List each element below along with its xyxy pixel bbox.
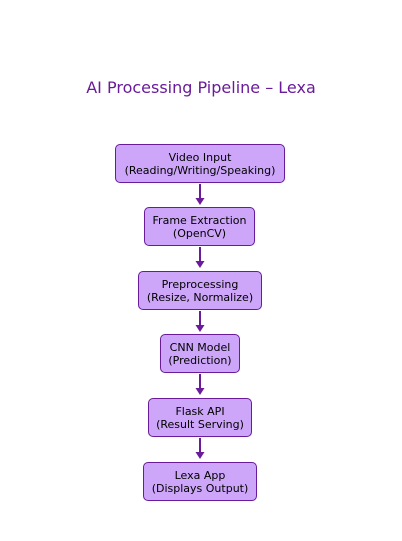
node-label: Lexa App (174, 468, 226, 482)
node-sublabel: (Displays Output) (151, 481, 249, 495)
node-label: Video Input (168, 150, 232, 164)
node-lexa-app: Lexa App (Displays Output) (143, 462, 257, 501)
node-label: Flask API (175, 404, 225, 418)
node-sublabel: (OpenCV) (172, 226, 227, 240)
arrow-4 (193, 374, 207, 396)
node-label: CNN Model (169, 340, 231, 354)
node-preprocessing: Preprocessing (Resize, Normalize) (138, 271, 262, 310)
node-frame-extraction: Frame Extraction (OpenCV) (144, 207, 255, 246)
diagram-title: AI Processing Pipeline – Lexa (86, 78, 316, 97)
node-flask-api: Flask API (Result Serving) (148, 398, 252, 437)
node-cnn-model: CNN Model (Prediction) (160, 334, 240, 373)
node-video-input: Video Input (Reading/Writing/Speaking) (115, 144, 285, 183)
node-sublabel: (Prediction) (168, 353, 232, 367)
node-label: Frame Extraction (152, 213, 247, 227)
arrow-3 (193, 311, 207, 333)
node-sublabel: (Resize, Normalize) (146, 290, 254, 304)
node-sublabel: (Reading/Writing/Speaking) (124, 163, 276, 177)
arrow-5 (193, 438, 207, 460)
arrow-2 (193, 247, 207, 269)
arrow-1 (193, 184, 207, 206)
node-label: Preprocessing (161, 277, 239, 291)
node-sublabel: (Result Serving) (156, 417, 244, 431)
